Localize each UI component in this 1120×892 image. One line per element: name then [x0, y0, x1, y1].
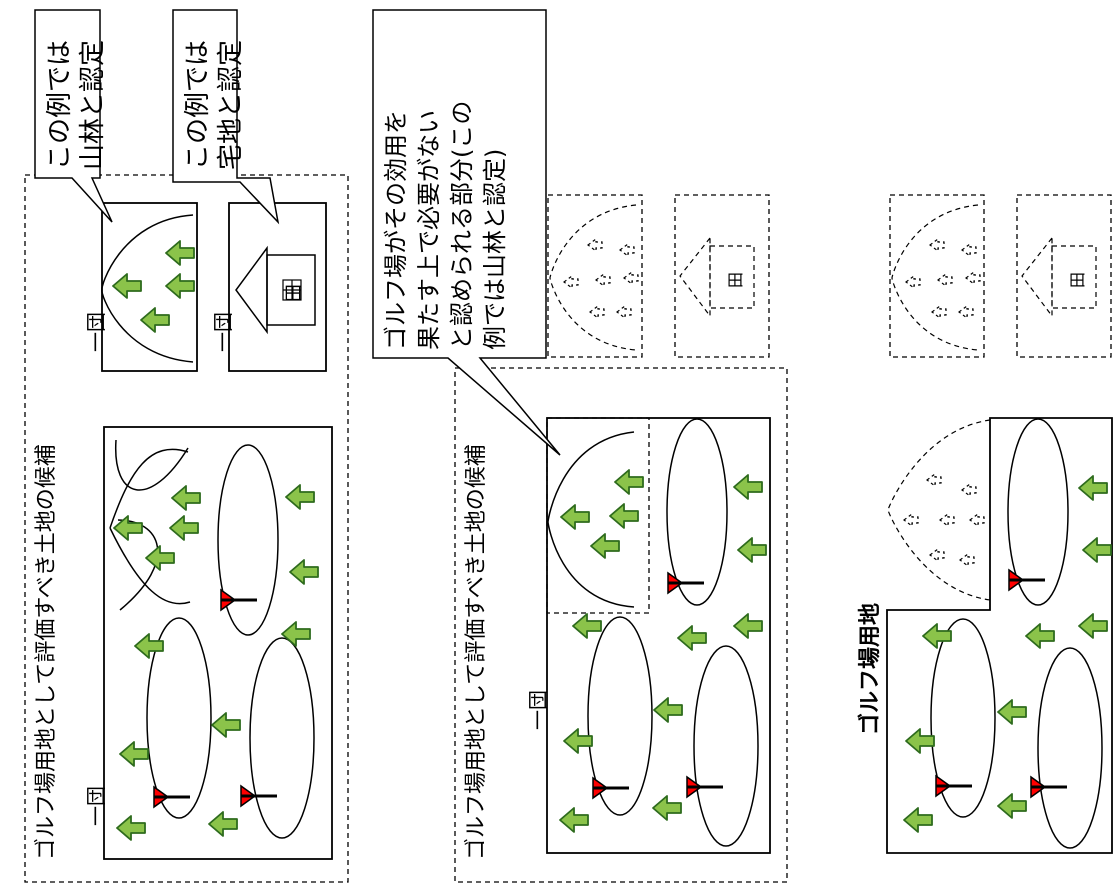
tree-icon: [140, 307, 170, 333]
tree-icon: [922, 623, 952, 649]
tree-icon: [737, 537, 767, 563]
tree-icon: [1078, 475, 1108, 501]
tree-icon: [590, 533, 620, 559]
panel2-candidate-frame: [454, 367, 788, 883]
panel1-unit-main: 一団: [84, 786, 108, 826]
callout-forest-text: この例では 山林と認定: [45, 39, 108, 170]
panel1-house-parcel: [228, 202, 327, 372]
flag-icon: [239, 784, 279, 808]
tree-icon: [997, 793, 1027, 819]
panel1: [24, 9, 349, 883]
flag-icon: [1029, 775, 1069, 799]
flag-icon: [685, 775, 725, 799]
panel3-golf-course: [886, 417, 1113, 854]
tree-icon: [116, 815, 146, 841]
callout-forest-box: [34, 9, 113, 223]
flag-icon: [152, 785, 192, 809]
tree-icon: [285, 484, 315, 510]
panel2-excluded-forest: [546, 417, 650, 614]
tree-icon: [572, 613, 602, 639]
house-window-icon: 田: [1068, 271, 1087, 288]
callout-exclusion-text: ゴルフ場がその効用を 果たす上で必要がない と認められる部分(この 例では山林と…: [382, 100, 510, 350]
house-roof: [235, 245, 268, 335]
panel2-house-parcel: [674, 194, 770, 358]
tree-icon: [281, 621, 311, 647]
tree-icon: [677, 625, 707, 651]
tree-icon: [559, 807, 589, 833]
callout-house-text: この例では 宅地と認定: [183, 39, 246, 170]
panel2-frame-label: ゴルフ場用地として評価すべき土地の候補: [464, 444, 489, 860]
house-icon: [266, 254, 316, 326]
tree-icon: [165, 273, 195, 299]
tree-icon: [1082, 537, 1112, 563]
panel1-forest-trees: [112, 240, 195, 333]
tree-icon: [652, 795, 682, 821]
tree-icon: [560, 504, 590, 530]
panel3-trees: [903, 475, 1112, 833]
panel1-unit-forest: 一団: [84, 312, 108, 352]
tree-icon: [112, 273, 142, 299]
panel3-house-parcel: [1016, 194, 1112, 358]
callout-house-box: [172, 9, 280, 225]
panel3: [886, 194, 1113, 854]
house-window-icon: 田: [284, 284, 305, 302]
tree-icon: [653, 697, 683, 723]
tree-icon: [289, 559, 319, 585]
panel1-golf-course: [103, 426, 333, 860]
panel1-fairway: [217, 444, 279, 636]
tree-icon: [208, 811, 238, 837]
tree-icon: [614, 469, 644, 495]
panel1-fairway: [146, 617, 212, 819]
panel1-frame-label: ゴルフ場用地として評価すべき土地の候補: [34, 444, 59, 860]
panel2: [372, 9, 788, 883]
panel1-fairway: [249, 637, 315, 839]
flag-icon: [1007, 568, 1047, 592]
tree-icon: [145, 545, 175, 571]
panel1-trees: [113, 484, 319, 841]
house-window-icon: 田: [726, 271, 745, 288]
tree-icon: [1078, 613, 1108, 639]
panel2-golf-course: [546, 417, 771, 854]
tree-icon: [171, 485, 201, 511]
tree-icon: [609, 503, 639, 529]
panel2-forest-parcel: [547, 194, 643, 358]
tree-icon: [211, 712, 241, 738]
tree-icon: [165, 240, 195, 266]
flag-icon: [934, 774, 974, 798]
tree-icon: [733, 613, 763, 639]
callout-exclusion-box: [372, 9, 561, 456]
tree-icon: [1025, 623, 1055, 649]
panel3-forest-parcel: [889, 194, 985, 358]
panel2-trees: [559, 469, 767, 833]
panel1-candidate-frame: [24, 174, 349, 883]
panel2-unit-main: 一団: [526, 690, 550, 730]
tree-icon: [169, 515, 199, 541]
flag-icon: [666, 571, 706, 595]
panel1-hill-line: [115, 439, 189, 491]
tree-icon: [733, 474, 763, 500]
tree-icon: [119, 741, 149, 767]
panel1-unit-house: 一団: [211, 312, 235, 352]
panel3-label: ゴルフ場用地: [858, 602, 883, 735]
tree-icon: [903, 807, 933, 833]
tree-icon: [997, 699, 1027, 725]
tree-icon: [905, 728, 935, 754]
flag-icon: [219, 588, 259, 612]
tree-icon: [134, 633, 164, 659]
flag-icon: [591, 776, 631, 800]
